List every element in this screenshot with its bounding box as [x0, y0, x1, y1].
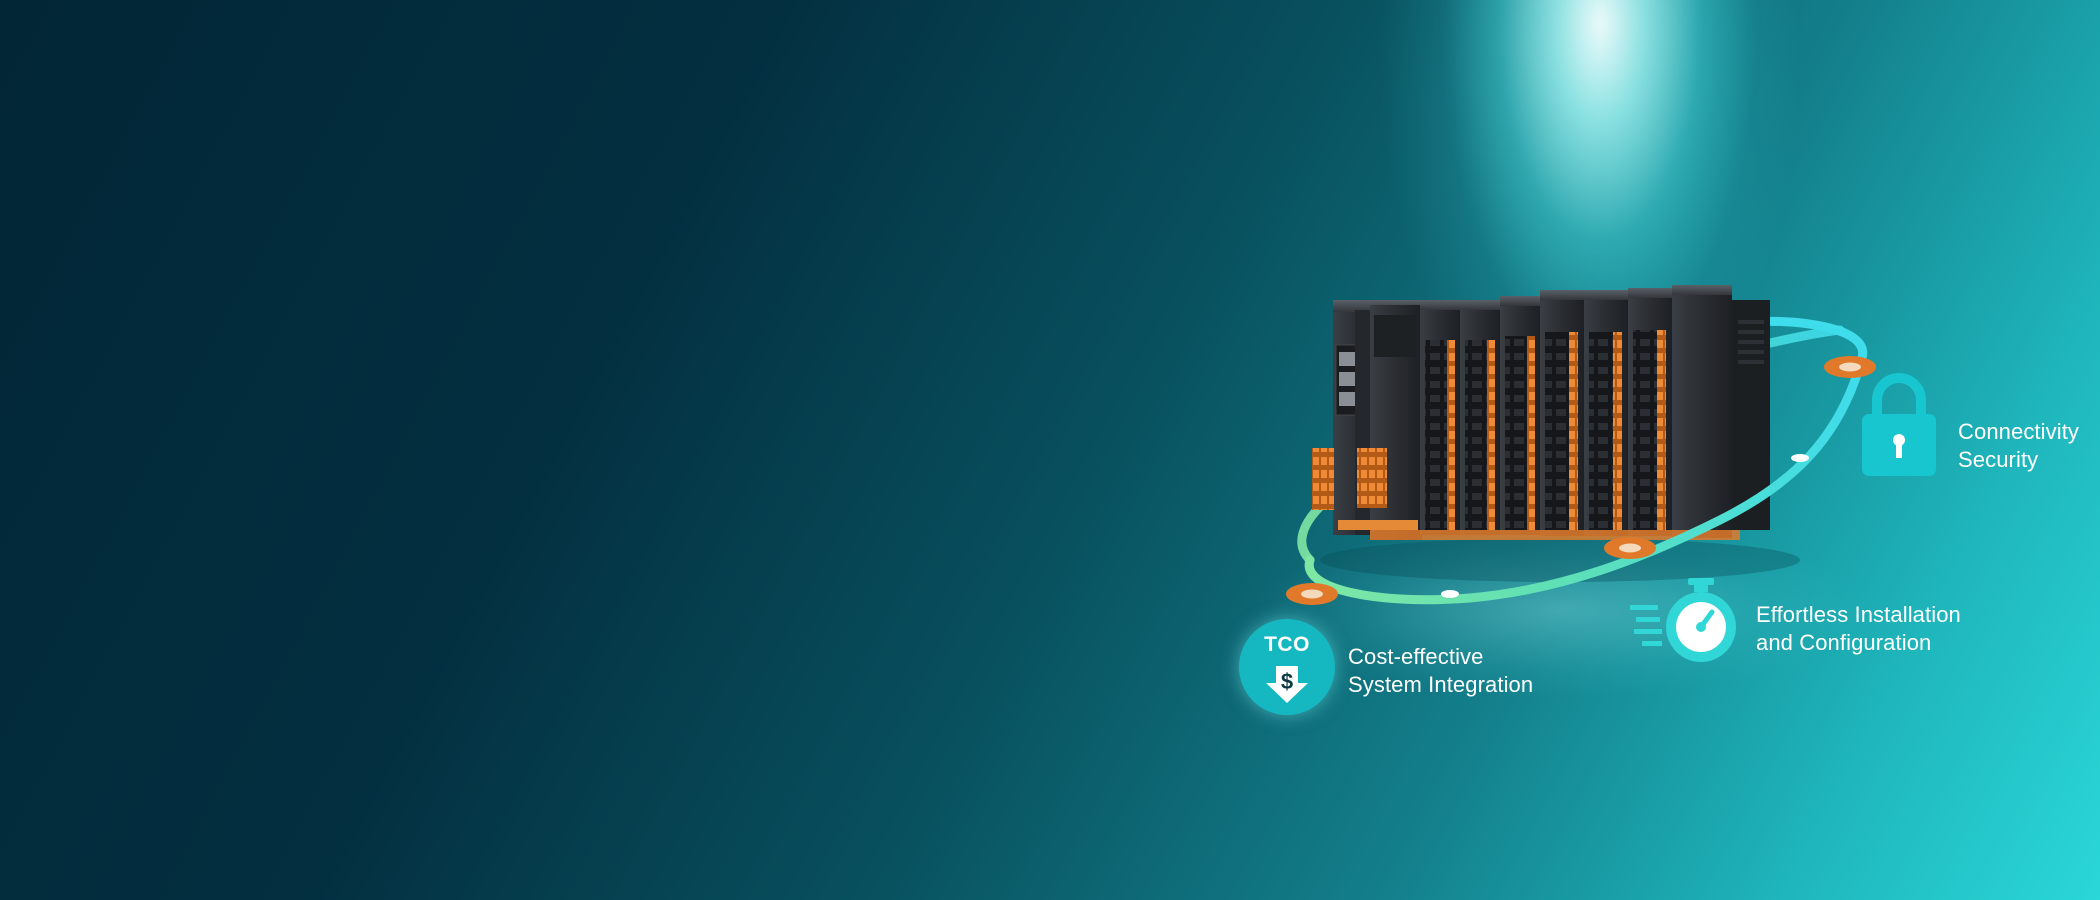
feature-label: Cost-effective System Integration	[1348, 643, 1533, 699]
tco-label: TCO	[1264, 633, 1310, 656]
down-arrow-icon	[1266, 666, 1308, 703]
feature-effortless-installation: Effortless Installation and Configuratio…	[1756, 601, 1961, 657]
feature-label-line2: System Integration	[1348, 672, 1534, 697]
tco-dollar-icon: TCO $	[1239, 619, 1335, 715]
orbit-ring-front	[1304, 353, 1867, 605]
feature-label-line1: Connectivity	[1958, 419, 2080, 444]
orbit-marker-icons	[1286, 356, 1876, 605]
stopwatch-icon	[1630, 578, 1736, 662]
feature-label-line2: Security	[1958, 447, 2039, 472]
feature-connectivity-security: Connectivity Security	[1958, 418, 2079, 474]
feature-label: Connectivity Security	[1958, 418, 2079, 474]
feature-label: Effortless Installation and Configuratio…	[1756, 601, 1961, 657]
feature-label-line1: Cost-effective	[1348, 644, 1484, 669]
feature-label-line1: Effortless Installation	[1756, 602, 1961, 627]
padlock-icon	[1862, 373, 1936, 476]
feature-cost-effective: Cost-effective System Integration	[1348, 643, 1533, 699]
io-module-rack	[1312, 285, 1800, 582]
dollar-symbol: $	[1280, 669, 1294, 694]
feature-label-line2: and Configuration	[1756, 630, 1932, 655]
